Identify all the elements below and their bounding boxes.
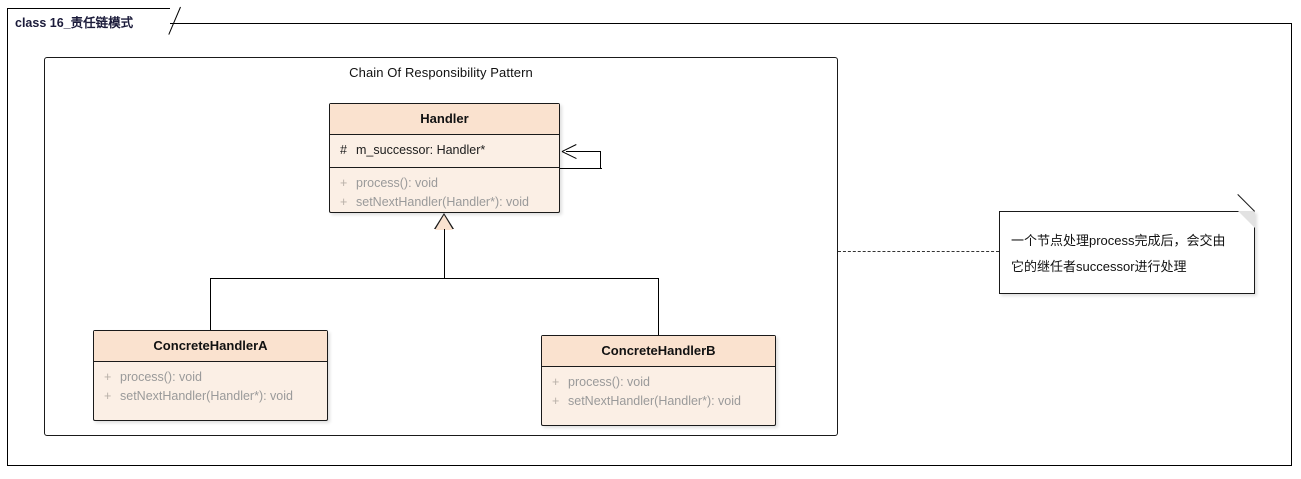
visibility-marker: + xyxy=(552,375,560,389)
visibility-marker: + xyxy=(552,394,560,408)
diagram-title: Chain Of Responsibility Pattern xyxy=(349,65,533,80)
class-box-concretehandlera[interactable]: ConcreteHandlerA + process(): void + set… xyxy=(93,330,328,421)
method-label: setNextHandler(Handler*): void xyxy=(120,389,293,403)
generalization-branch-left xyxy=(210,278,212,330)
generalization-stem xyxy=(444,229,446,279)
diagram-name-tab[interactable]: class 16_责任链模式 xyxy=(7,8,170,31)
attribute-label: m_successor: Handler* xyxy=(356,143,486,157)
note-fold-corner-icon xyxy=(1238,211,1255,228)
diagram-name-tab-label: class 16_责任链模式 xyxy=(15,16,134,30)
note-text: 一个节点处理process完成后，会交由 它的继任者successor进行处理 xyxy=(1011,228,1246,280)
note-text-line-1: 一个节点处理process完成后，会交由 xyxy=(1011,233,1226,248)
method-row: + setNextHandler(Handler*): void xyxy=(98,387,323,406)
class-box-handler[interactable]: Handler # m_successor: Handler* + proces… xyxy=(329,103,560,213)
method-row: + process(): void xyxy=(98,368,323,387)
method-label: process(): void xyxy=(120,370,202,384)
methods-compartment-handler: + process(): void + setNextHandler(Handl… xyxy=(330,167,559,219)
methods-compartment-concretehandlerb: + process(): void + setNextHandler(Handl… xyxy=(542,367,775,418)
visibility-marker: + xyxy=(340,176,348,190)
generalization-branch-right xyxy=(658,278,660,335)
attribute-row: # m_successor: Handler* xyxy=(334,141,555,160)
method-row: + process(): void xyxy=(334,174,555,193)
self-association-segment-top xyxy=(566,151,601,153)
class-box-concretehandlerb[interactable]: ConcreteHandlerB + process(): void + set… xyxy=(541,335,776,426)
method-label: process(): void xyxy=(356,176,438,190)
self-association-segment-bottom xyxy=(560,168,602,170)
generalization-triangle xyxy=(435,214,453,230)
method-label: setNextHandler(Handler*): void xyxy=(568,394,741,408)
visibility-marker: # xyxy=(340,143,347,157)
method-row: + setNextHandler(Handler*): void xyxy=(546,392,771,411)
method-label: process(): void xyxy=(568,375,650,389)
note-text-line-2: 它的继任者successor进行处理 xyxy=(1011,259,1187,274)
method-label: setNextHandler(Handler*): void xyxy=(356,195,529,209)
method-row: + process(): void xyxy=(546,373,771,392)
method-row: + setNextHandler(Handler*): void xyxy=(334,193,555,212)
class-name-concretehandlera: ConcreteHandlerA xyxy=(94,331,327,362)
class-name-concretehandlerb: ConcreteHandlerB xyxy=(542,336,775,367)
visibility-marker: + xyxy=(340,195,348,209)
attributes-compartment-handler: # m_successor: Handler* xyxy=(330,135,559,167)
generalization-crossbar xyxy=(210,278,659,280)
visibility-marker: + xyxy=(104,370,112,384)
methods-compartment-concretehandlera: + process(): void + setNextHandler(Handl… xyxy=(94,362,327,413)
class-name-handler: Handler xyxy=(330,104,559,135)
note-box[interactable]: 一个节点处理process完成后，会交由 它的继任者successor进行处理 xyxy=(999,194,1255,294)
note-anchor-line xyxy=(838,251,999,252)
self-association-segment-right xyxy=(600,151,602,169)
visibility-marker: + xyxy=(104,389,112,403)
